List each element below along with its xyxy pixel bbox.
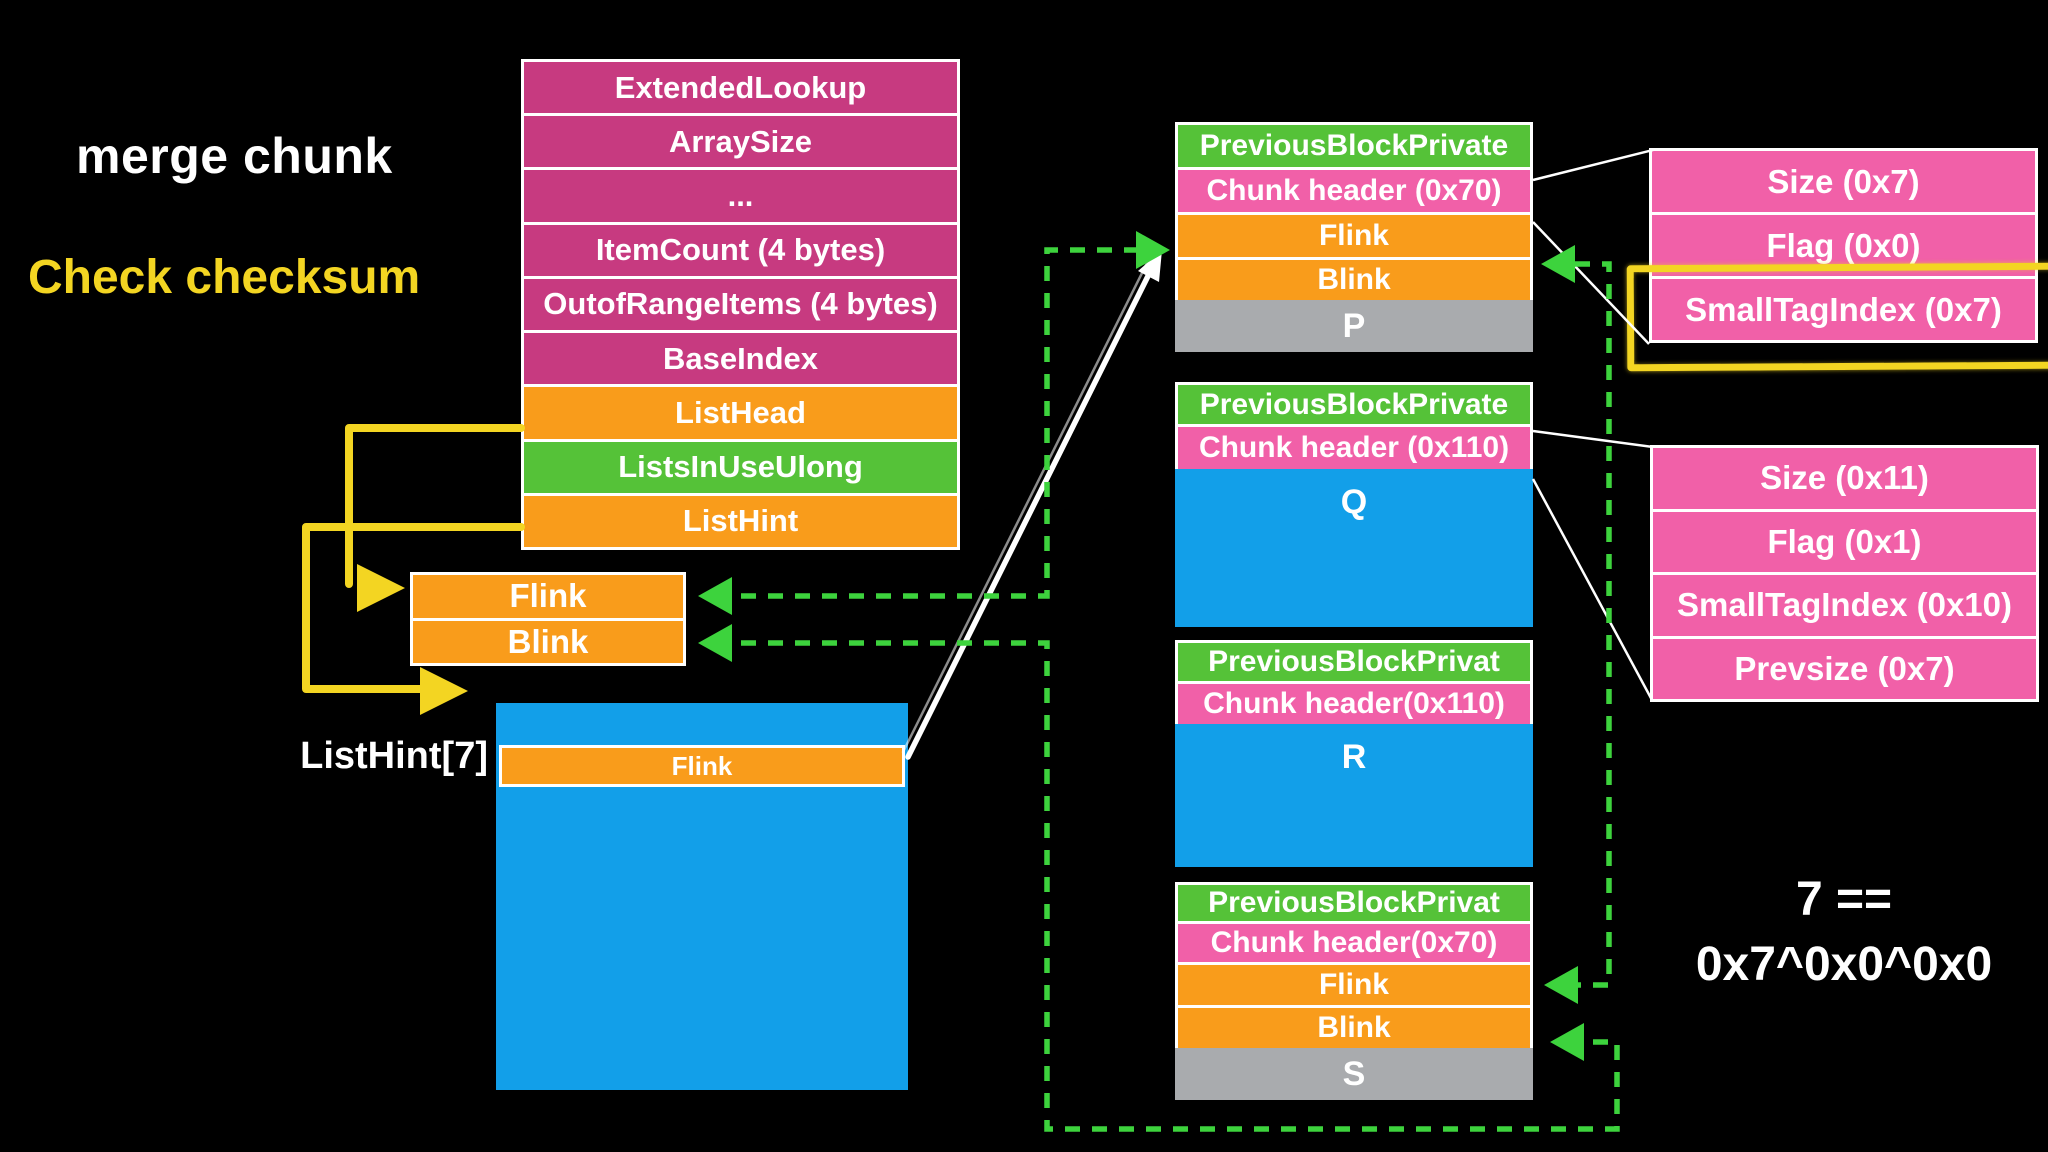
header-table-q-prevsize: Prevsize (0x7) (1653, 638, 2036, 699)
white-pointer-lines-q-header (1531, 429, 1654, 701)
chunk-p-flink: Flink (1175, 212, 1533, 260)
struct-row-itemcount: ItemCount (4 bytes) (524, 224, 957, 279)
listhead-blink-row: Blink (413, 620, 683, 663)
header-table-p: Size (0x7) Flag (0x0) SmallTagIndex (0x7… (1649, 148, 2038, 343)
chunk-s-blink: Blink (1175, 1005, 1533, 1051)
checksum-equation-line2: 0x7^0x0^0x0 (1695, 937, 1993, 991)
smalltagindex-highlight-box (1626, 262, 2048, 372)
struct-row-listhead: ListHead (524, 387, 957, 442)
heap-struct-table: ExtendedLookup ArraySize ... ItemCount (… (521, 59, 960, 550)
header-table-q-flag: Flag (0x1) (1653, 511, 2036, 575)
listhint7-label: ListHint[7] (300, 735, 488, 777)
chunk-p-body: P (1175, 300, 1533, 352)
header-table-p-flag: Flag (0x0) (1652, 215, 2035, 279)
listhead-flink-row: Flink (413, 575, 683, 621)
chunk-q: PreviousBlockPrivate Chunk header (0x110… (1175, 382, 1533, 627)
chunk-s-body: S (1175, 1048, 1533, 1100)
header-table-p-size: Size (0x7) (1652, 151, 2035, 215)
chunk-s: PreviousBlockPrivat Chunk header(0x70) F… (1175, 882, 1533, 1100)
chunk-r: PreviousBlockPrivat Chunk header(0x110) … (1175, 640, 1533, 867)
freed-chunk-flink-row: Flink (499, 745, 905, 787)
slide-title: merge chunk (76, 128, 393, 184)
chunk-r-body: R (1175, 724, 1533, 867)
listhead-flink-blink-box: Flink Blink (410, 572, 686, 666)
header-table-p-smalltagindex: SmallTagIndex (0x7) (1652, 279, 2035, 340)
chunk-p: PreviousBlockPrivate Chunk header (0x70)… (1175, 122, 1533, 352)
checksum-equation: 7 == 0x7^0x0^0x0 (1648, 868, 2040, 998)
chunk-p-prevblockprivate: PreviousBlockPrivate (1175, 122, 1533, 170)
chunk-r-header: Chunk header(0x110) (1175, 681, 1533, 727)
struct-row-listsinuseulong: ListsInUseUlong (524, 441, 957, 496)
chunk-r-prevblockprivate: PreviousBlockPrivat (1175, 640, 1533, 684)
chunk-q-header: Chunk header (0x110) (1175, 424, 1533, 472)
header-table-q-smalltagindex: SmallTagIndex (0x10) (1653, 575, 2036, 639)
struct-row-ellipsis: ... (524, 170, 957, 225)
header-table-q-size: Size (0x11) (1653, 448, 2036, 512)
header-table-q: Size (0x11) Flag (0x1) SmallTagIndex (0x… (1650, 445, 2039, 702)
chunk-s-header: Chunk header(0x70) (1175, 921, 1533, 965)
chunk-q-prevblockprivate: PreviousBlockPrivate (1175, 382, 1533, 427)
struct-row-arraysize: ArraySize (524, 116, 957, 171)
struct-row-baseindex: BaseIndex (524, 333, 957, 388)
chunk-p-blink: Blink (1175, 257, 1533, 303)
chunk-s-prevblockprivate: PreviousBlockPrivat (1175, 882, 1533, 924)
chunk-q-body: Q (1175, 469, 1533, 627)
struct-row-extendedlookup: ExtendedLookup (524, 62, 957, 117)
checksum-equation-line1: 7 == (1795, 873, 1893, 926)
chunk-s-flink: Flink (1175, 962, 1533, 1008)
chunk-p-header: Chunk header (0x70) (1175, 167, 1533, 215)
p-to-s-flink-dashed-path (1541, 245, 1612, 1004)
struct-row-listhint: ListHint (524, 495, 957, 547)
slide-subtitle: Check checksum (28, 251, 421, 304)
struct-row-outofrangeitems: OutofRangeItems (4 bytes) (524, 278, 957, 334)
freed-chunk-box: Flink (496, 703, 908, 1090)
